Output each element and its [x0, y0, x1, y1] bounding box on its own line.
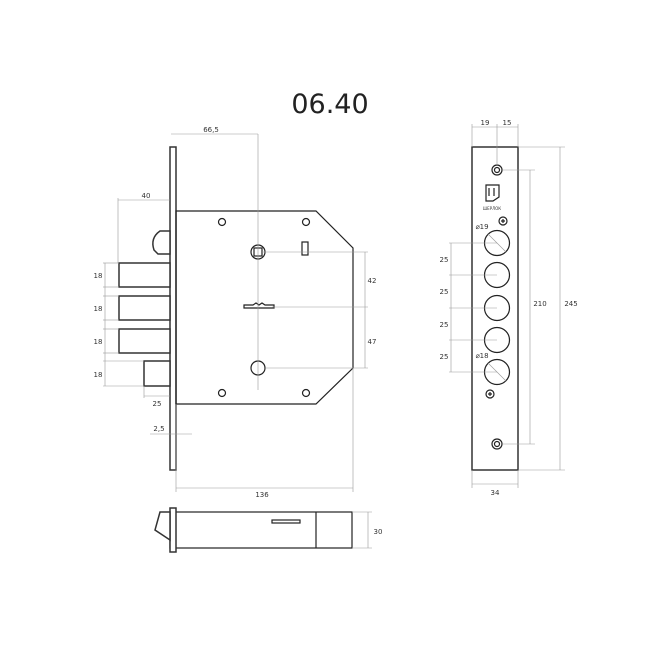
dim-body-depth: 136: [255, 491, 269, 499]
dim-bolt-height: 18: [94, 272, 103, 280]
dim-bottom-hole-diameter: ⌀18: [475, 352, 488, 360]
screw-hole: [217, 388, 227, 398]
screw-hole: [301, 217, 311, 227]
body-bottom: [169, 511, 353, 549]
short-bolt: [143, 360, 171, 387]
latch-bottom: [154, 511, 171, 542]
brand-text: ШЕРЛОК: [483, 206, 501, 211]
latch: [152, 230, 171, 255]
screw-hole: [217, 217, 227, 227]
mounting-screw-icon: [485, 389, 495, 399]
dim-hole-spacing: 25: [440, 288, 449, 296]
screw-bottom: [491, 438, 503, 450]
dim-thickness: 30: [374, 528, 383, 536]
dim-bolt-height: 18: [94, 338, 103, 346]
dim-bolt-throw: 40: [142, 192, 151, 200]
bolt: [118, 328, 171, 354]
dim-hole-spacing: 25: [440, 256, 449, 264]
brand-logo-icon: [485, 184, 500, 202]
model-title: 06.40: [291, 89, 368, 120]
faceplate-side: [169, 146, 177, 471]
bottom-slot: [271, 519, 301, 524]
dim-faceplate-thickness: 2,5: [153, 425, 164, 433]
dim-length: 245: [564, 300, 577, 308]
bolt: [118, 262, 171, 288]
keyhole: [243, 302, 275, 309]
dim-width: 34: [491, 489, 500, 497]
dim-spindle-key: 42: [368, 277, 377, 285]
faceplate-front: [471, 146, 519, 471]
dim-key-cylinder: 47: [368, 338, 377, 346]
slot: [301, 241, 309, 256]
mounting-screw-icon: [498, 216, 508, 226]
dim-bolt-height: 18: [94, 305, 103, 313]
dim-top-hole-diameter: ⌀19: [475, 223, 488, 231]
bolt: [118, 295, 171, 321]
dim-hole-spacing: 25: [440, 321, 449, 329]
faceplate-bottom: [169, 507, 177, 553]
dim-right-offset: 15: [503, 119, 512, 127]
bottom-view: 30: [154, 507, 383, 553]
dim-screw-distance: 210: [533, 300, 546, 308]
dim-short-bolt: 25: [153, 400, 162, 408]
dim-left-offset: 19: [481, 119, 490, 127]
dim-hole-spacing: 25: [440, 353, 449, 361]
dim-backset: 66,5: [203, 126, 219, 134]
screw-hole: [301, 388, 311, 398]
faceplate-view: ШЕРЛОК ⌀19 ⌀18 25 25 25 25 19 15 210 245…: [440, 119, 578, 497]
dim-bolt-height: 18: [94, 371, 103, 379]
side-view: 66,5 40 18 18 18 18 25 2,5 136 42 47: [94, 126, 377, 499]
